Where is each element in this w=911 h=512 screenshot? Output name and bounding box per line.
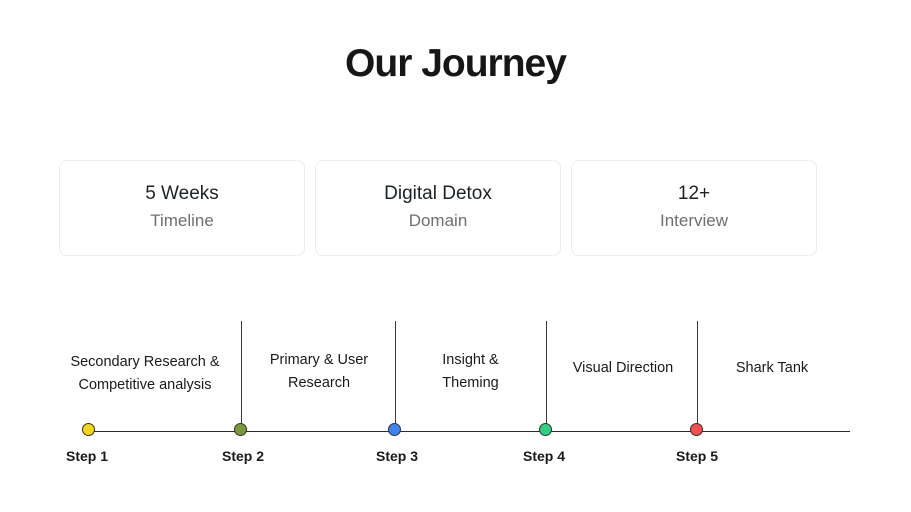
card-value: 5 Weeks <box>145 183 219 204</box>
phase-line: Insight & <box>442 352 499 368</box>
card-label: Timeline <box>150 211 214 230</box>
step-marker <box>388 423 401 436</box>
phase-line: Research <box>287 375 351 391</box>
phase-label: Insight & Theming <box>404 349 537 395</box>
timeline-divider <box>395 321 396 431</box>
phase-line: Competitive analysis <box>78 377 212 393</box>
step-marker <box>234 423 247 436</box>
stat-card-interview: 12+ Interview <box>571 160 817 256</box>
phase-line: Primary & User <box>269 352 369 368</box>
stat-card-timeline: 5 Weeks Timeline <box>59 160 305 256</box>
timeline-divider <box>697 321 698 431</box>
timeline-axis <box>88 431 850 432</box>
phase-line: Theming <box>442 375 499 391</box>
step-label: Step 4 <box>523 448 566 464</box>
page-title: Our Journey <box>345 42 567 85</box>
step-label: Step 2 <box>222 448 265 464</box>
phase-line: Visual Direction <box>572 360 674 376</box>
stat-card-domain: Digital Detox Domain <box>315 160 561 256</box>
phase-label: Primary & User Research <box>250 349 388 395</box>
card-label: Interview <box>659 211 729 230</box>
card-label: Domain <box>408 211 468 230</box>
timeline-divider <box>546 321 547 431</box>
step-label: Step 1 <box>66 448 109 464</box>
timeline-divider <box>241 321 242 431</box>
step-label: Step 5 <box>676 448 719 464</box>
phase-label: Secondary Research & Competitive analysi… <box>50 351 240 397</box>
phase-label: Visual Direction <box>554 357 692 380</box>
phase-line: Shark Tank <box>735 360 809 376</box>
phase-label: Shark Tank <box>706 357 838 380</box>
step-marker <box>539 423 552 436</box>
step-marker <box>82 423 95 436</box>
card-value: 12+ <box>677 183 711 204</box>
step-marker <box>690 423 703 436</box>
phase-line: Secondary Research & <box>70 354 220 370</box>
step-label: Step 3 <box>376 448 419 464</box>
card-value: Digital Detox <box>384 183 492 204</box>
